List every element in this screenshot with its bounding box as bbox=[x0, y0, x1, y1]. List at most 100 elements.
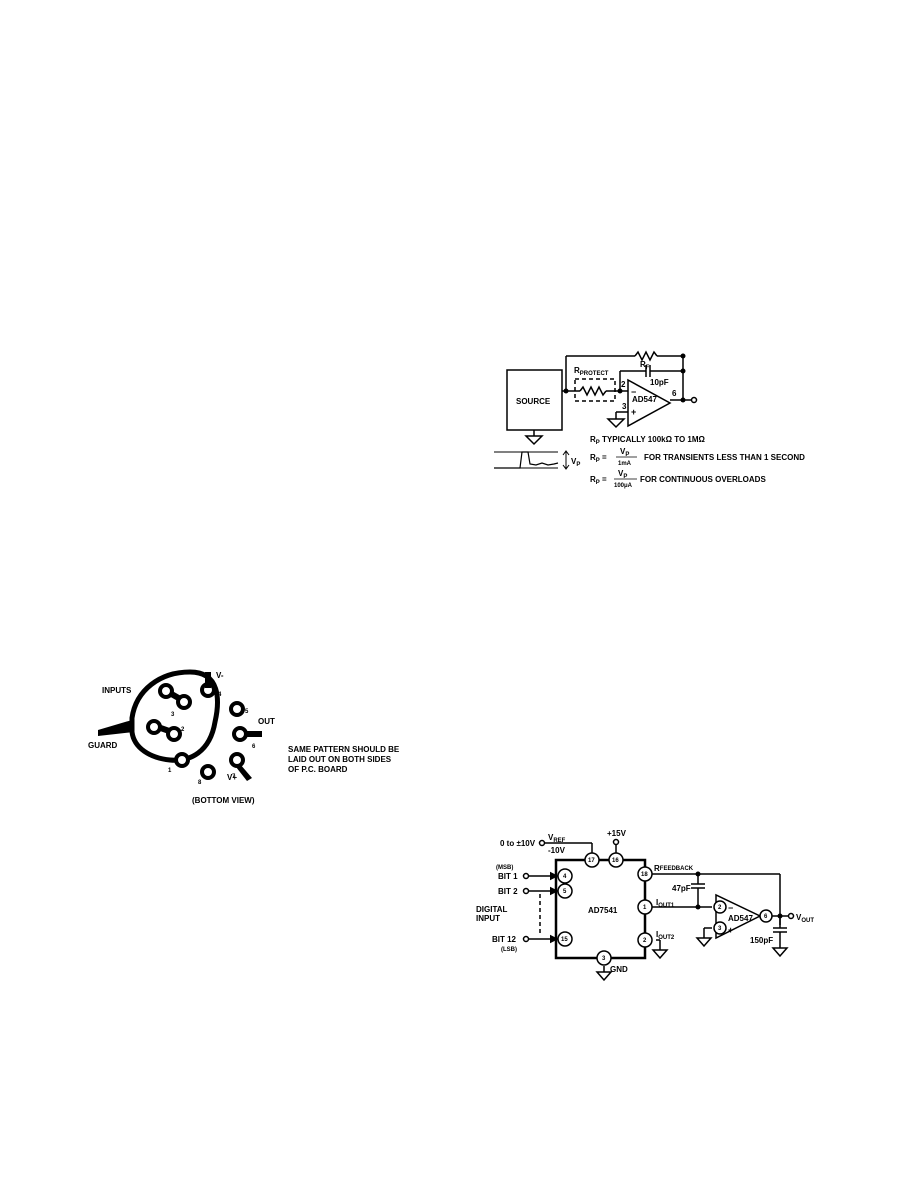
pin-5-label: 5 bbox=[245, 709, 249, 715]
rf-resistor bbox=[634, 350, 658, 362]
opamp-pin-2 bbox=[713, 900, 727, 914]
rfeedback-label: RFEEDBACK bbox=[654, 864, 694, 873]
chip-pin-3 bbox=[596, 950, 612, 966]
op-pin-6-text: 6 bbox=[764, 914, 768, 920]
opamp-minus: − bbox=[728, 903, 733, 913]
pin-16-text: 16 bbox=[612, 858, 619, 864]
note-line-2: LAID OUT ON BOTH SIDES bbox=[288, 755, 392, 764]
rprotect-dashed-box bbox=[574, 378, 616, 402]
msb-label: (MSB) bbox=[496, 865, 513, 871]
inputs-label: INPUTS bbox=[102, 686, 132, 695]
pin-2-text: 2 bbox=[643, 938, 647, 944]
pad-2 bbox=[166, 726, 182, 742]
opamp-pin-6 bbox=[759, 909, 773, 923]
vminus-trace bbox=[205, 672, 211, 688]
gnd-label: GND bbox=[610, 965, 628, 974]
pad-1 bbox=[174, 752, 190, 768]
pin-7-label: 7 bbox=[232, 774, 236, 780]
guard-label: GUARD bbox=[88, 741, 118, 750]
dac-circuit-diagram: 17 16 18 4 5 15 1 2 3 2 3 6 − + AD547 AD… bbox=[476, 829, 814, 982]
opamp-label: AD547 bbox=[632, 395, 657, 404]
pin-3-label: 3 bbox=[171, 712, 175, 718]
vout-label: VOUT bbox=[796, 913, 814, 924]
vout-terminal bbox=[787, 912, 795, 920]
eq1-condition: FOR TRANSIENTS LESS THAN 1 SECOND bbox=[644, 453, 805, 462]
plus-sign: + bbox=[631, 407, 636, 417]
pin-1-label: 1 bbox=[168, 768, 172, 774]
iout2-label: IOUT2 bbox=[656, 930, 675, 941]
opamp-plus: + bbox=[728, 925, 733, 935]
op-pin-3-text: 3 bbox=[718, 926, 722, 932]
chip-pin-18 bbox=[637, 866, 653, 882]
pad-7 bbox=[229, 752, 245, 768]
op-pin-2-text: 2 bbox=[718, 905, 722, 911]
input-protection-diagram: SOURCE RF RPROTECT 10pF AD547 2 3 6 − + … bbox=[494, 350, 805, 489]
cap-150pf-label: 150pF bbox=[750, 936, 773, 945]
lsb-label: (LSB) bbox=[501, 947, 517, 953]
pin-2-label: 2 bbox=[621, 380, 626, 389]
cap-47pf-label: 47pF bbox=[672, 884, 691, 893]
iout1-label: IOUT1 bbox=[656, 898, 675, 909]
pad-3 bbox=[176, 694, 192, 710]
supply-label: +15V bbox=[607, 829, 627, 838]
pad-6 bbox=[232, 726, 248, 742]
guard-layout-diagram: INPUTS GUARD V- V+ OUT 1 2 3 4 5 6 7 8 S… bbox=[88, 669, 400, 805]
minus-sign: − bbox=[631, 387, 636, 397]
pin-2-label: 2 bbox=[181, 727, 185, 733]
rp-typical-note: RP TYPICALLY 100kΩ TO 1MΩ bbox=[590, 435, 706, 446]
eq1-numerator: VP bbox=[620, 447, 629, 458]
guard-trace bbox=[98, 720, 134, 736]
pin-18-text: 18 bbox=[641, 872, 648, 878]
digital-label: DIGITAL bbox=[476, 905, 508, 914]
transient-waveform bbox=[494, 451, 559, 469]
chip-pin-15 bbox=[557, 931, 573, 947]
vplus-label: V+ bbox=[227, 773, 237, 782]
eq2-lhs: RP = bbox=[590, 475, 607, 486]
pin-1-text: 1 bbox=[643, 905, 647, 911]
pin-3-label: 3 bbox=[622, 402, 627, 411]
vplus-trace bbox=[236, 764, 252, 781]
pin-15-text: 15 bbox=[561, 937, 568, 943]
chip-pin-4 bbox=[557, 868, 573, 884]
cap-label: 10pF bbox=[650, 378, 669, 387]
eq2-condition: FOR CONTINUOUS OVERLOADS bbox=[640, 475, 766, 484]
neg10v-label: -10V bbox=[548, 846, 566, 855]
vminus-label: V- bbox=[216, 671, 224, 680]
opamp-pin-3 bbox=[713, 921, 727, 935]
chip-pin-17 bbox=[584, 852, 600, 868]
eq2-denominator: 100μA bbox=[614, 483, 633, 489]
eq1-lhs: RP = bbox=[590, 453, 607, 464]
opamp-triangle bbox=[627, 378, 672, 428]
rprotect-label: RPROTECT bbox=[574, 366, 609, 377]
note-line-1: SAME PATTERN SHOULD BE bbox=[288, 745, 400, 754]
eq1-denominator: 1mA bbox=[618, 461, 632, 467]
chip-pin-16 bbox=[608, 852, 624, 868]
rf-label: RF bbox=[640, 360, 650, 371]
chip-pin-1 bbox=[637, 899, 653, 915]
pin-8-label: 8 bbox=[198, 780, 202, 786]
chip-label: AD7541 bbox=[588, 906, 618, 915]
pin-3-text: 3 bbox=[602, 956, 606, 962]
out-trace bbox=[246, 731, 262, 737]
pad-8 bbox=[200, 764, 216, 780]
bit12-label: BIT 12 bbox=[492, 935, 517, 944]
bit1-label: BIT 1 bbox=[498, 872, 518, 881]
noninv-ground-symbol bbox=[606, 418, 626, 429]
vref-range-label: 0 to ±10V bbox=[500, 839, 536, 848]
pin-4-text: 4 bbox=[563, 874, 567, 880]
source-ground-symbol bbox=[524, 435, 544, 446]
eq2-numerator: VP bbox=[618, 469, 627, 480]
pin-5-text: 5 bbox=[563, 889, 567, 895]
dac-opamp-triangle bbox=[715, 893, 762, 940]
pin-17-text: 17 bbox=[588, 858, 595, 864]
bit2-label: BIT 2 bbox=[498, 887, 518, 896]
source-label: SOURCE bbox=[516, 397, 551, 406]
guard-ring bbox=[129, 669, 220, 763]
output-terminal bbox=[690, 396, 698, 404]
note-line-3: OF P.C. BOARD bbox=[288, 765, 348, 774]
vref-label: VREF bbox=[548, 833, 566, 844]
rprotect-resistor bbox=[579, 385, 607, 397]
chip-pin-5 bbox=[557, 883, 573, 899]
pin-4-label: 4 bbox=[218, 692, 222, 698]
vp-label: VP bbox=[571, 457, 580, 468]
